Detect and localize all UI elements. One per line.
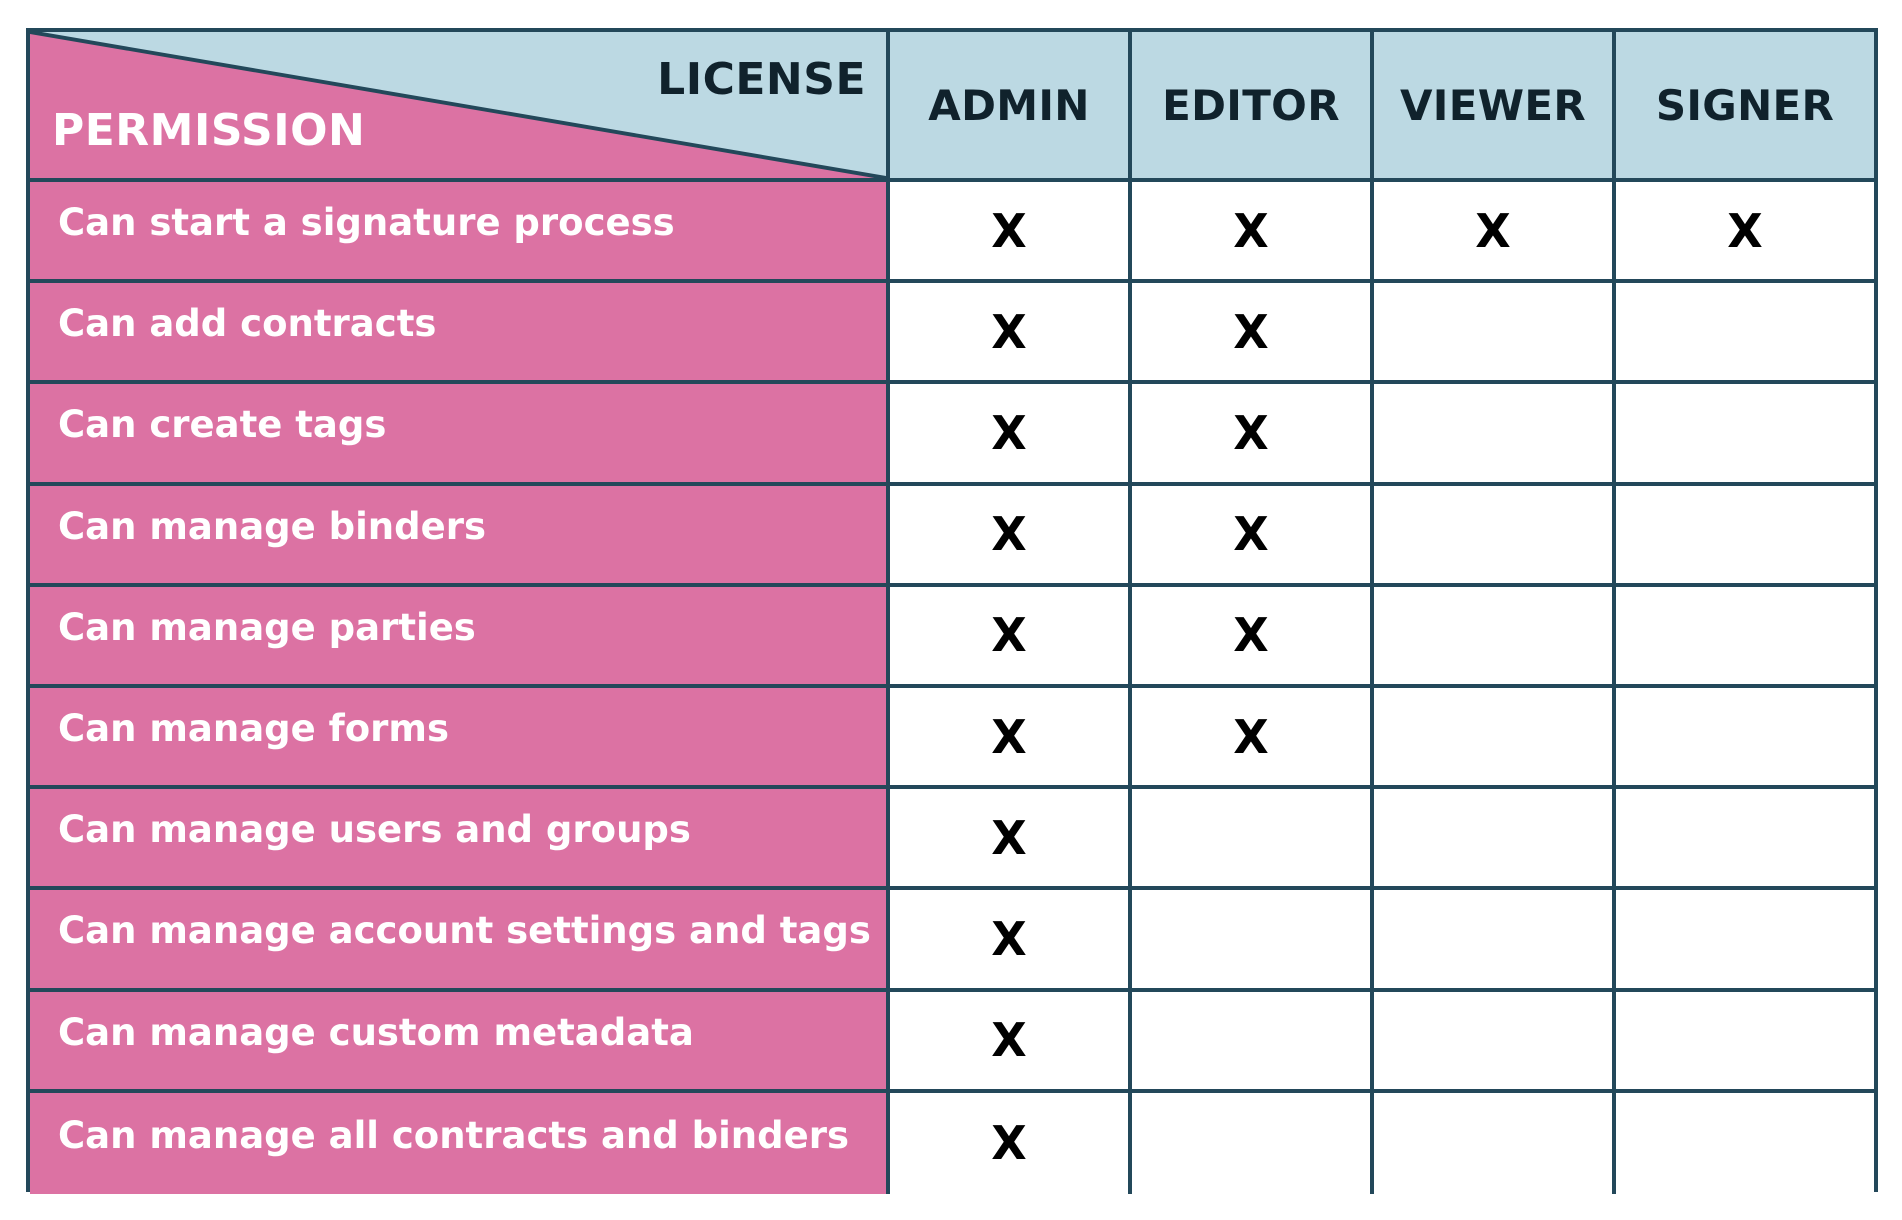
permission-mark: X xyxy=(991,911,1027,966)
permission-mark-cell: X xyxy=(890,1092,1132,1194)
column-header-editor: EDITOR xyxy=(1132,32,1374,182)
permission-text: Can manage account settings and tags xyxy=(58,909,871,953)
permission-mark-cell xyxy=(1374,586,1616,688)
corner-permission-label: PERMISSION xyxy=(52,105,366,156)
permission-mark-cell: X xyxy=(1616,182,1874,284)
permission-row-label: Can create tags xyxy=(30,384,890,486)
permission-mark-cell: X xyxy=(890,283,1132,385)
permission-mark: X xyxy=(991,1013,1027,1068)
permission-mark: X xyxy=(991,304,1027,359)
permission-mark: X xyxy=(991,810,1027,865)
column-header-signer: SIGNER xyxy=(1616,32,1874,182)
permission-mark-cell xyxy=(1374,1092,1616,1194)
permission-text: Can manage custom metadata xyxy=(58,1010,694,1054)
permissions-matrix: LICENSE PERMISSION ADMIN EDITOR VIEWER S… xyxy=(26,28,1878,1194)
permission-mark: X xyxy=(1233,507,1269,562)
permission-row-label: Can start a signature process xyxy=(30,182,890,284)
permission-text: Can manage users and groups xyxy=(58,808,691,852)
permission-mark-cell: X xyxy=(890,687,1132,790)
permission-row-label: Can manage all contracts and binders xyxy=(30,1092,890,1194)
permission-text: Can create tags xyxy=(58,403,387,447)
permission-mark-cell: X xyxy=(1132,586,1374,688)
column-header-viewer: VIEWER xyxy=(1374,32,1616,182)
permission-mark: X xyxy=(991,405,1027,460)
permission-mark-cell xyxy=(1374,687,1616,790)
permission-row-label: Can manage custom metadata xyxy=(30,991,890,1093)
permission-mark: X xyxy=(991,1116,1027,1171)
column-header-label: EDITOR xyxy=(1162,80,1340,130)
column-header-label: VIEWER xyxy=(1400,80,1586,130)
permission-mark-cell xyxy=(1616,586,1874,688)
permission-mark-cell xyxy=(1132,991,1374,1093)
permission-text: Can add contracts xyxy=(58,302,437,346)
permission-text: Can manage all contracts and binders xyxy=(58,1113,850,1157)
permission-mark-cell xyxy=(1616,687,1874,790)
permission-text: Can manage parties xyxy=(58,605,476,649)
permission-mark: X xyxy=(1233,709,1269,764)
permission-mark-cell xyxy=(1132,789,1374,891)
permission-mark-cell xyxy=(1374,991,1616,1093)
permission-mark-cell xyxy=(1616,1092,1874,1194)
permission-text: Can manage binders xyxy=(58,504,486,548)
permission-mark-cell xyxy=(1616,485,1874,587)
permission-mark-cell xyxy=(1132,890,1374,992)
permission-mark: X xyxy=(1475,203,1511,258)
permission-mark: X xyxy=(991,608,1027,663)
permission-mark-cell: X xyxy=(1132,687,1374,790)
permission-row-label: Can manage account settings and tags xyxy=(30,890,890,992)
permission-mark: X xyxy=(1233,304,1269,359)
permission-mark-cell: X xyxy=(890,182,1132,284)
permission-mark: X xyxy=(1233,608,1269,663)
permission-mark-cell xyxy=(1616,991,1874,1093)
permission-mark-cell: X xyxy=(890,586,1132,688)
permission-mark-cell: X xyxy=(1132,182,1374,284)
permission-row-label: Can manage parties xyxy=(30,586,890,688)
permission-mark: X xyxy=(1233,405,1269,460)
permission-mark-cell: X xyxy=(1374,182,1616,284)
permission-row-label: Can manage forms xyxy=(30,687,890,790)
permission-mark-cell: X xyxy=(890,991,1132,1093)
permission-mark-cell: X xyxy=(1132,485,1374,587)
permission-mark-cell: X xyxy=(890,789,1132,891)
permission-mark-cell: X xyxy=(890,890,1132,992)
permission-mark-cell xyxy=(1374,485,1616,587)
permission-mark-cell: X xyxy=(890,384,1132,486)
column-header-label: ADMIN xyxy=(928,80,1090,130)
permission-row-label: Can manage users and groups xyxy=(30,789,890,891)
permission-text: Can start a signature process xyxy=(58,201,675,245)
permission-mark-cell: X xyxy=(1132,283,1374,385)
column-header-admin: ADMIN xyxy=(890,32,1132,182)
permission-mark-cell xyxy=(1616,283,1874,385)
permission-mark-cell xyxy=(1374,789,1616,891)
permission-mark-cell xyxy=(1374,283,1616,385)
permission-mark-cell xyxy=(1132,1092,1374,1194)
permission-mark-cell xyxy=(1616,890,1874,992)
permission-mark-cell: X xyxy=(1132,384,1374,486)
permission-mark: X xyxy=(991,507,1027,562)
permission-mark-cell: X xyxy=(890,485,1132,587)
permission-mark-cell xyxy=(1616,789,1874,891)
corner-header-cell: LICENSE PERMISSION xyxy=(30,32,890,182)
permission-text: Can manage forms xyxy=(58,707,449,751)
permission-mark-cell xyxy=(1374,890,1616,992)
permission-row-label: Can manage binders xyxy=(30,485,890,587)
permission-mark: X xyxy=(991,709,1027,764)
permission-mark: X xyxy=(1727,203,1763,258)
corner-diagonal-split xyxy=(30,32,886,178)
permission-mark: X xyxy=(991,203,1027,258)
permission-mark: X xyxy=(1233,203,1269,258)
permission-mark-cell xyxy=(1374,384,1616,486)
permission-mark-cell xyxy=(1616,384,1874,486)
permission-row-label: Can add contracts xyxy=(30,283,890,385)
column-header-label: SIGNER xyxy=(1655,80,1835,130)
corner-license-label: LICENSE xyxy=(657,54,866,105)
